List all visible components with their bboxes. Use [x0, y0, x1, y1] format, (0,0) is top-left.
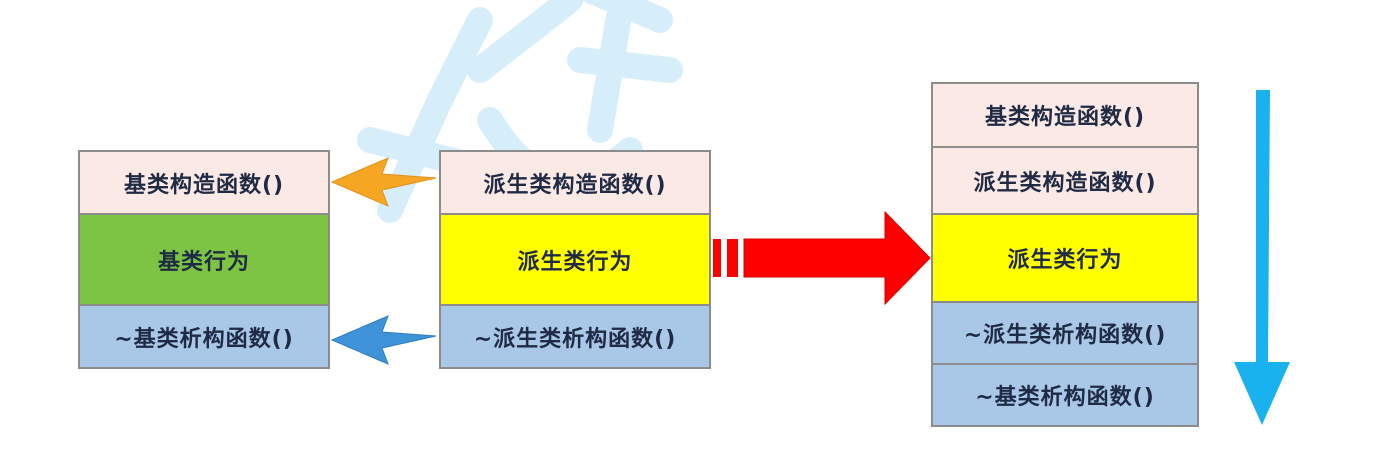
- derived-destructor-label: ~派生类析构函数(): [473, 326, 677, 352]
- order-step-1: 基类构造函数(): [931, 82, 1199, 148]
- base-behavior-box: 基类行为: [78, 213, 330, 306]
- order-step-4: ~派生类析构函数(): [931, 301, 1199, 365]
- order-step-5: ~基类析构函数(): [931, 363, 1199, 427]
- order-step-1-label: 基类构造函数(): [984, 105, 1146, 130]
- derived-destructor-box: ~派生类析构函数(): [439, 304, 711, 369]
- order-step-2-label: 派生类构造函数(): [973, 170, 1157, 196]
- derived-constructor-label: 派生类构造函数(): [483, 172, 667, 198]
- left-arrow-orange-icon: [330, 157, 437, 207]
- left-arrow-blue-icon: [330, 315, 437, 365]
- order-step-5-label: ~基类析构函数(): [975, 385, 1155, 410]
- order-step-3: 派生类行为: [931, 213, 1199, 303]
- base-constructor-label: 基类构造函数(): [123, 172, 285, 198]
- order-step-4-label: ~派生类析构函数(): [963, 323, 1167, 348]
- order-step-2: 派生类构造函数(): [931, 146, 1199, 215]
- down-arrow-icon: [1234, 90, 1290, 425]
- base-destructor-label: ~基类析构函数(): [114, 326, 294, 352]
- right-arrow-red-icon: [713, 210, 931, 306]
- derived-behavior-box: 派生类行为: [439, 213, 711, 306]
- base-destructor-box: ~基类析构函数(): [78, 304, 330, 369]
- base-behavior-label: 基类行为: [157, 249, 250, 275]
- derived-behavior-label: 派生类行为: [517, 249, 633, 275]
- order-step-3-label: 派生类行为: [1007, 248, 1123, 273]
- base-constructor-box: 基类构造函数(): [78, 150, 330, 215]
